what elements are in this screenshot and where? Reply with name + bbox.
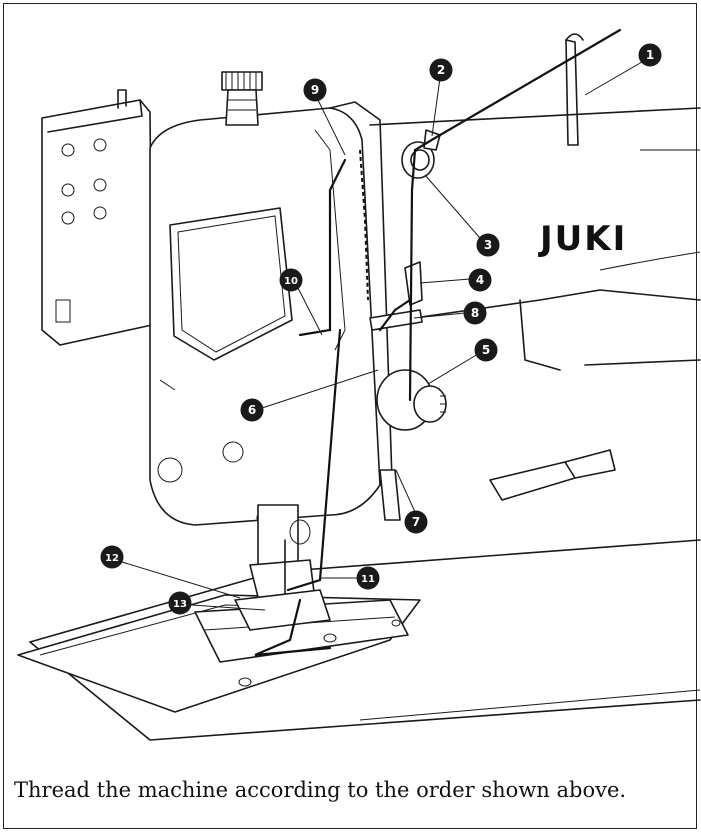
callout-2: 2 [429,58,453,82]
callout-10: 10 [279,268,303,292]
top-adjust-screw [221,71,263,126]
knee-lifter [489,449,616,501]
callout-5-number: 5 [482,343,490,357]
callout-10-number: 10 [284,276,298,287]
thread-path [254,28,622,657]
callout-3-number: 3 [484,238,492,252]
callout-1: 1 [638,43,662,67]
callout-12-number: 12 [105,553,119,564]
callout-13: 13 [168,591,192,615]
callout-1-number: 1 [646,48,654,62]
callout-13-number: 13 [173,599,187,610]
callout-8: 8 [463,301,487,325]
callout-2-number: 2 [437,63,445,77]
callout-9-number: 9 [311,83,319,97]
thread-stand [565,33,584,146]
callout-8-number: 8 [471,306,479,320]
callout-4-number: 4 [476,273,484,287]
callout-11-number: 11 [361,574,375,585]
thread-tension-assembly [369,129,447,521]
callout-7: 7 [404,510,428,534]
control-box [41,89,153,346]
callout-6: 6 [240,398,264,422]
callout-5: 5 [474,338,498,362]
callout-12: 12 [100,545,124,569]
brand-logo: JUKI [538,219,627,259]
face-plate [149,101,393,527]
caption: Thread the machine according to the orde… [14,778,627,802]
callout-4: 4 [468,268,492,292]
threading-illustration: JUKI 1 2 3 4 5 6 7 8 9 10 11 12 13 [17,28,701,741]
callout-9: 9 [303,78,327,102]
bed-plate [17,594,421,713]
needle-area [234,504,331,631]
callout-6-number: 6 [248,403,256,417]
leader-lines [121,61,643,611]
callout-7-number: 7 [412,515,420,529]
callout-3: 3 [476,233,500,257]
callout-11: 11 [356,566,380,590]
